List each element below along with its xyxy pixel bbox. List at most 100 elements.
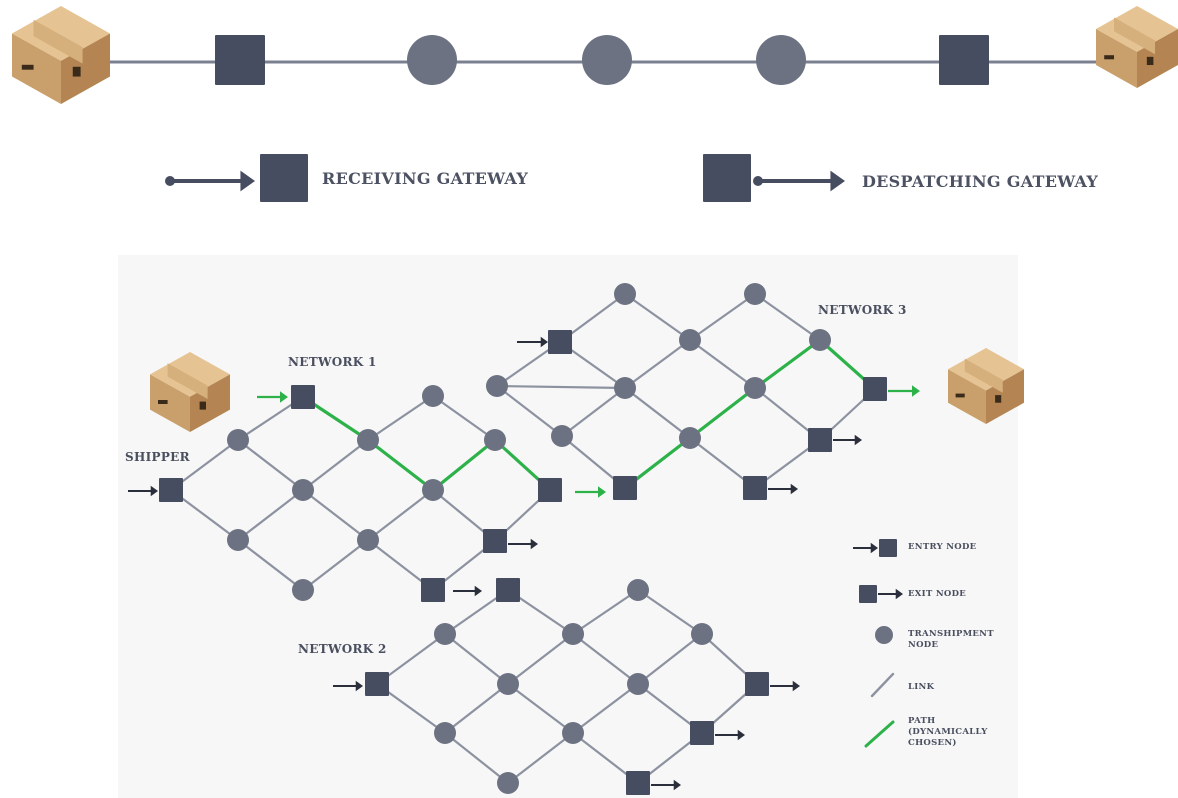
network-2-gateway-node — [690, 721, 714, 745]
legend-entry-arrow — [853, 542, 878, 554]
shipper-parcel-icon — [150, 352, 230, 432]
network-2-transhipment-node — [627, 579, 649, 601]
network-link — [636, 588, 704, 636]
network-1-gateway-node — [483, 529, 507, 553]
network-1-transhipment-node — [422, 479, 444, 501]
network-3-transhipment-node — [809, 329, 831, 351]
legend-exit-node-icon — [859, 585, 877, 603]
chain-gateway-node — [939, 35, 989, 85]
network-link — [301, 438, 370, 492]
network-3-entry-arrow — [517, 336, 548, 348]
network-link — [495, 384, 564, 438]
shipper-label: SHIPPER — [125, 450, 190, 464]
network-2-exit-arrow — [715, 729, 745, 741]
network-3-exit-arrow — [833, 434, 862, 446]
network-2-exit-arrow — [770, 680, 800, 692]
network-3-exit-arrow — [768, 483, 798, 495]
network-link — [443, 632, 510, 686]
legend-exit-arrow — [878, 588, 903, 600]
network-1-transhipment-node — [357, 529, 379, 551]
chain-transhipment-node — [407, 35, 457, 85]
chain-transhipment-node — [756, 35, 806, 85]
network-2-transhipment-node — [562, 722, 584, 744]
despatching-gateway-icon — [703, 154, 751, 202]
legend-transhipment-label-2: NODE — [908, 640, 939, 650]
network-link — [366, 488, 435, 542]
parcel-origin-icon — [12, 6, 110, 104]
chosen-path-segment — [366, 438, 435, 492]
network-3-gateway-node — [613, 476, 637, 500]
network-1-transhipment-node — [422, 385, 444, 407]
network-1-transhipment-node — [227, 429, 249, 451]
network-1-transhipment-node — [292, 479, 314, 501]
network-link — [571, 632, 640, 686]
network-1-gateway-node — [421, 578, 445, 602]
legend-path-label-2: (DYNAMICALLY — [908, 727, 988, 737]
network-link — [623, 338, 692, 390]
consignee-parcel-icon — [948, 348, 1024, 424]
despatching-gateway-label: DESPATCHING GATEWAY — [862, 172, 1099, 191]
network-1-gateway-node — [291, 385, 315, 409]
network-2-transhipment-node — [434, 722, 456, 744]
legend-link-label: LINK — [908, 682, 935, 692]
network-link — [366, 394, 435, 442]
legend-transhipment-node-icon — [875, 626, 893, 644]
network-2-entry-arrow — [333, 680, 363, 692]
network-3-transhipment-node — [744, 283, 766, 305]
network-3-gateway-node — [863, 377, 887, 401]
despatching-gateway-arrow — [753, 170, 845, 192]
legend-transhipment-label: TRANSHIPMENT — [908, 629, 994, 639]
network-3-transhipment-node — [551, 425, 573, 447]
network-link — [506, 731, 575, 785]
network-2-label: NETWORK 2 — [298, 642, 387, 656]
parcel-destination-icon — [1096, 6, 1178, 88]
network-1-gateway-node — [538, 478, 562, 502]
legend-entry-node-icon — [879, 539, 897, 557]
network-3-gateway-node — [808, 428, 832, 452]
network-1-exit-arrow — [508, 538, 538, 550]
legend-path-label-3: CHOSEN) — [908, 738, 957, 748]
network-2-transhipment-node — [627, 673, 649, 695]
network-link — [506, 682, 575, 735]
network-2-exit-arrow — [651, 779, 681, 791]
receiving-gateway-arrow — [165, 170, 255, 192]
chain-transhipment-node — [582, 35, 632, 85]
network-link — [301, 488, 370, 542]
network-handoff-arrow — [575, 486, 606, 498]
network-2-transhipment-node — [691, 623, 713, 645]
network-link — [236, 438, 305, 492]
network-2-transhipment-node — [562, 623, 584, 645]
network-link — [623, 292, 692, 342]
network-1-exit-arrow — [453, 585, 482, 597]
network-link — [431, 394, 497, 442]
network-1-entry-arrow — [128, 485, 158, 497]
network-1-gateway-node — [159, 478, 183, 502]
receiving-gateway-icon — [260, 154, 308, 202]
network-link — [443, 682, 510, 735]
chosen-path-segment — [431, 438, 497, 492]
network-1-label: NETWORK 1 — [288, 355, 377, 369]
network-link — [236, 488, 305, 542]
legend-exit-node-label: EXIT NODE — [908, 589, 967, 599]
network-3-exit-arrow — [888, 385, 920, 397]
network-2-gateway-node — [365, 672, 389, 696]
chain-gateway-node — [215, 35, 265, 85]
shipper-handoff-arrow — [257, 391, 288, 403]
network-2-gateway-node — [745, 672, 769, 696]
network-link — [636, 632, 704, 686]
network-2-gateway-node — [626, 771, 650, 795]
receiving-gateway-label: RECEIVING GATEWAY — [322, 169, 529, 188]
network-link — [560, 386, 627, 438]
network-link — [443, 731, 510, 785]
chosen-path-segment — [688, 386, 757, 440]
network-1-transhipment-node — [292, 579, 314, 601]
network-link — [506, 632, 575, 686]
network-3-transhipment-node — [614, 283, 636, 305]
network-3-gateway-node — [743, 476, 767, 500]
network-link — [688, 292, 757, 342]
network-2-gateway-node — [496, 578, 520, 602]
legend-link-icon — [870, 672, 895, 698]
network-1-transhipment-node — [484, 429, 506, 451]
network-3-transhipment-node — [744, 377, 766, 399]
